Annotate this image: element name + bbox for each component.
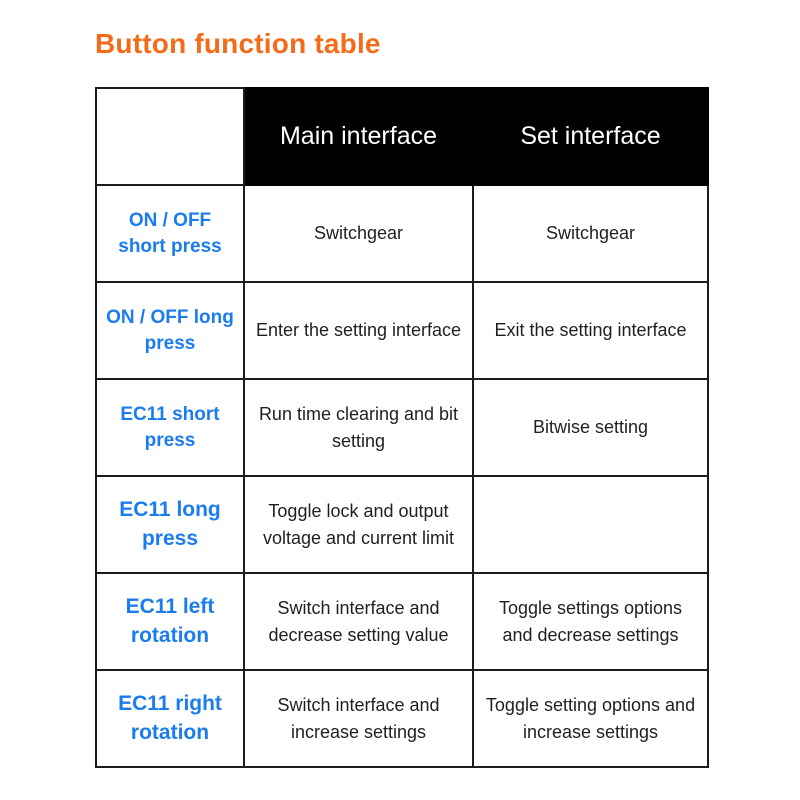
cell-main: Switchgear [243, 184, 474, 283]
cell-main: Run time clearing and bit setting [243, 378, 474, 477]
header-row: Main interface Set interface [95, 87, 709, 186]
page-title: Button function table [95, 28, 381, 59]
cell-main: Switch interface and decrease setting va… [243, 572, 474, 671]
row-label-on-off-long-press: ON / OFF long press [95, 281, 245, 380]
row-label-ec11-right-rotation: EC11 right rotation [95, 669, 245, 768]
cell-set [472, 475, 709, 574]
header-cell-main-interface: Main interface [243, 87, 474, 186]
button-function-table: Main interface Set interface ON / OFF sh… [95, 87, 709, 768]
cell-set: Switchgear [472, 184, 709, 283]
cell-set: Exit the setting interface [472, 281, 709, 380]
header-cell-set-interface: Set interface [472, 87, 709, 186]
table-row: EC11 right rotation Switch interface and… [95, 669, 709, 768]
row-label-on-off-short-press: ON / OFF short press [95, 184, 245, 283]
row-label-ec11-long-press: EC11 long press [95, 475, 245, 574]
cell-main: Switch interface and increase settings [243, 669, 474, 768]
cell-main: Enter the setting interface [243, 281, 474, 380]
cell-set: Bitwise setting [472, 378, 709, 477]
table-row: EC11 long press Toggle lock and output v… [95, 475, 709, 574]
row-label-ec11-short-press: EC11 short press [95, 378, 245, 477]
header-cell-empty [95, 87, 245, 186]
table-row: ON / OFF short press Switchgear Switchge… [95, 184, 709, 283]
table-header: Main interface Set interface [95, 87, 709, 186]
cell-set: Toggle settings options and decrease set… [472, 572, 709, 671]
table-row: ON / OFF long press Enter the setting in… [95, 281, 709, 380]
cell-set: Toggle setting options and increase sett… [472, 669, 709, 768]
table-body: ON / OFF short press Switchgear Switchge… [95, 184, 709, 768]
table-row: EC11 short press Run time clearing and b… [95, 378, 709, 477]
cell-main: Toggle lock and output voltage and curre… [243, 475, 474, 574]
table-row: EC11 left rotation Switch interface and … [95, 572, 709, 671]
row-label-ec11-left-rotation: EC11 left rotation [95, 572, 245, 671]
